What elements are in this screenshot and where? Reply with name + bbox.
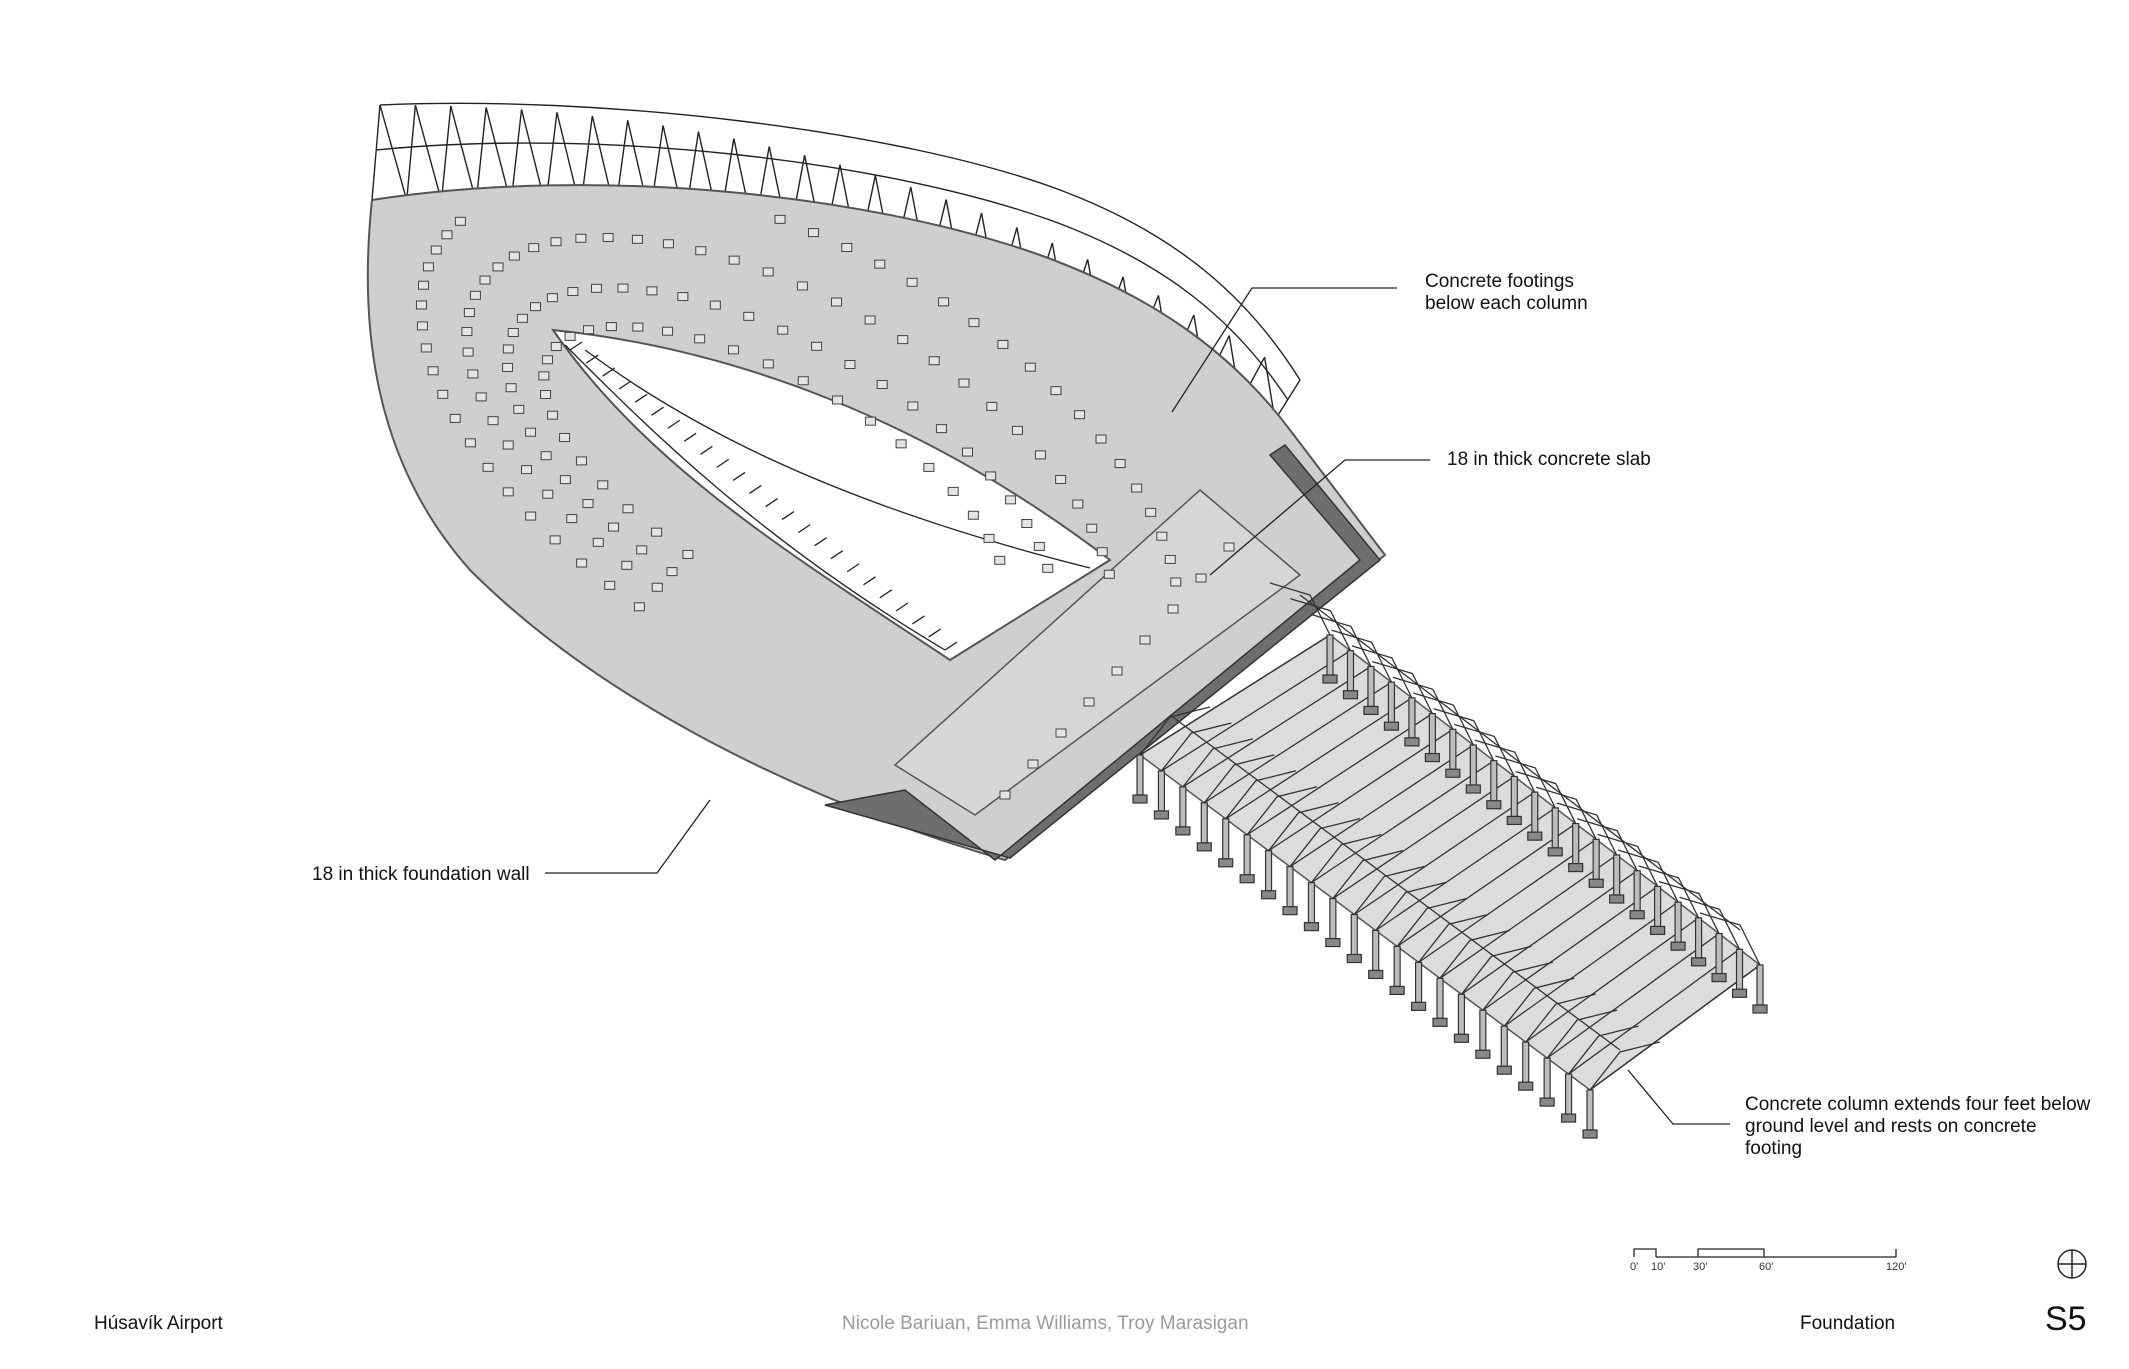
sheet-title: Foundation xyxy=(1800,1313,1896,1334)
leader-column xyxy=(1627,1069,1730,1125)
footing-markers xyxy=(415,214,1235,800)
secondary-slab xyxy=(893,489,1302,816)
walkway-structure xyxy=(1132,582,1768,1139)
scale-label-120: 120' xyxy=(1886,1261,1907,1273)
scale-label-0: 0' xyxy=(1630,1261,1639,1273)
authors: Nicole Bariuan, Emma Williams, Troy Mara… xyxy=(842,1313,1249,1334)
leader-lines xyxy=(545,287,1730,1125)
scale-label-30: 30' xyxy=(1693,1261,1708,1273)
annotation-column: Concrete column extends four feet below … xyxy=(1745,1094,2091,1159)
annotation-slab: 18 in thick concrete slab xyxy=(1447,449,1651,470)
foundation-wall-dark xyxy=(824,444,1382,861)
leader-wall xyxy=(545,799,711,874)
sheet-number: S5 xyxy=(2045,1300,2087,1338)
north-arrow-icon xyxy=(2057,1249,2087,1279)
scale-label-10: 10' xyxy=(1651,1261,1666,1273)
annotation-footings: Concrete footings below each column xyxy=(1425,271,1588,314)
leader-slab xyxy=(1209,459,1430,576)
leader-footings xyxy=(1171,287,1397,413)
scale-bar xyxy=(1633,1248,1897,1258)
project-name: Húsavík Airport xyxy=(94,1313,223,1334)
annotation-wall: 18 in thick foundation wall xyxy=(312,864,530,885)
scale-label-60: 60' xyxy=(1759,1261,1774,1273)
